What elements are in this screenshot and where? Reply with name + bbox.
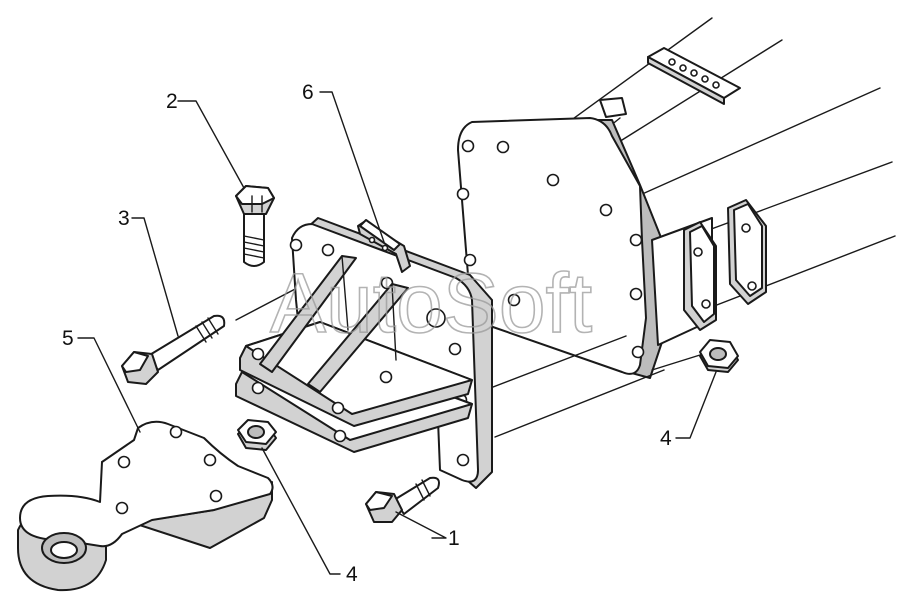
- assembly-line: [547, 17, 713, 138]
- leader-line-1: [395, 511, 447, 539]
- bracket-gusset: [307, 283, 409, 393]
- plate-hole: [631, 345, 645, 359]
- plate-hole: [629, 287, 643, 301]
- bolt-lower: [365, 476, 440, 523]
- rail-bracket-right: [727, 199, 767, 305]
- plate-hole: [629, 233, 643, 247]
- bracket-large-hole: [426, 308, 446, 328]
- callout-3: 3: [118, 207, 130, 230]
- plate-hole: [546, 173, 560, 187]
- assembly-line: [494, 369, 665, 438]
- hitch-bracket: [235, 217, 493, 489]
- plate-hole: [496, 140, 510, 154]
- bracket-gusset: [259, 255, 357, 373]
- leader-line-6: [319, 91, 385, 243]
- plate-hole: [599, 203, 613, 217]
- assembly-line: [639, 87, 881, 196]
- callout-2: 2: [166, 90, 178, 113]
- frame-rail-assembly: [456, 17, 896, 379]
- callout-5: 5: [62, 327, 74, 350]
- leader-line-4a: [261, 447, 341, 575]
- nut-left: [237, 419, 277, 451]
- plate-hole: [507, 293, 521, 307]
- mounting-plate: [457, 117, 647, 375]
- connector-block: [647, 47, 741, 105]
- plate-hole: [461, 139, 475, 153]
- rail-strip: [599, 97, 627, 118]
- nut-right: [699, 339, 739, 373]
- assembly-line: [589, 39, 783, 161]
- bolt-long: [121, 314, 226, 385]
- leader-line-4b: [675, 371, 717, 439]
- plate-hole: [456, 187, 470, 201]
- rail-bracket-left: [683, 221, 717, 331]
- bolt-shank: [147, 314, 226, 371]
- callout-6: 6: [302, 81, 314, 104]
- tow-eye-plate: [17, 420, 274, 592]
- bolt-shank: [243, 213, 265, 267]
- leader-line-3: [131, 217, 179, 337]
- bolt-shank: [393, 476, 440, 515]
- callout-4-left: 4: [346, 563, 358, 586]
- callout-4-right: 4: [660, 427, 672, 450]
- tow-eye-plate: [19, 420, 274, 548]
- connector-block-side: [647, 56, 725, 105]
- watermark: AutoSoft: [270, 256, 592, 350]
- leader-line-5: [77, 337, 141, 433]
- bolt-vertical: [235, 185, 275, 267]
- plate-hole: [463, 253, 477, 267]
- callout-1: 1: [448, 527, 460, 550]
- assembly-line: [651, 354, 701, 371]
- leader-line-2: [177, 100, 245, 189]
